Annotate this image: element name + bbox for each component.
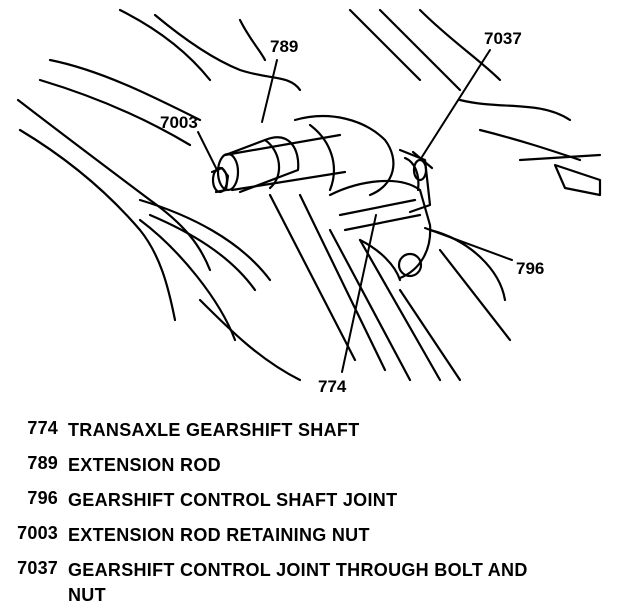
legend-number: 7003 (17, 523, 58, 543)
legend-row-789: 789 EXTENSION ROD (0, 453, 624, 483)
legend-number: 7037 (17, 558, 58, 578)
callout-7003: 7003 (160, 113, 198, 132)
legend-number: 774 (27, 418, 58, 438)
legend-row-7003: 7003 EXTENSION ROD RETAINING NUT (0, 523, 624, 553)
legend-description: EXTENSION ROD RETAINING NUT (68, 525, 370, 545)
callout-789: 789 (270, 37, 298, 56)
callout-7037: 7037 (484, 29, 522, 48)
callout-796: 796 (516, 259, 544, 278)
legend-description: GEARSHIFT CONTROL JOINT THROUGH BOLT AND… (68, 560, 528, 605)
legend-row-774: 774 TRANSAXLE GEARSHIFT SHAFT (0, 418, 624, 448)
transaxle-housing (16, 8, 602, 382)
legend-description: EXTENSION ROD (68, 455, 221, 475)
gearshift-linkage-illustration: 789 7037 7003 796 774 (16, 8, 602, 396)
transaxle-gearshift-shaft (268, 193, 462, 382)
legend-row-7037: 7037 GEARSHIFT CONTROL JOINT THROUGH BOL… (0, 558, 624, 605)
legend-number: 796 (27, 488, 58, 508)
legend-row-796: 796 GEARSHIFT CONTROL SHAFT JOINT (0, 488, 624, 518)
callout-774: 774 (318, 377, 347, 396)
extension-rod-retaining-nut (210, 166, 230, 194)
gearshift-control-shaft-joint (328, 148, 432, 282)
callout-leader-lines (197, 49, 513, 373)
legend-description: TRANSAXLE GEARSHIFT SHAFT (68, 420, 360, 440)
legend-number: 789 (27, 453, 58, 473)
legend-description: GEARSHIFT CONTROL SHAFT JOINT (68, 490, 398, 510)
